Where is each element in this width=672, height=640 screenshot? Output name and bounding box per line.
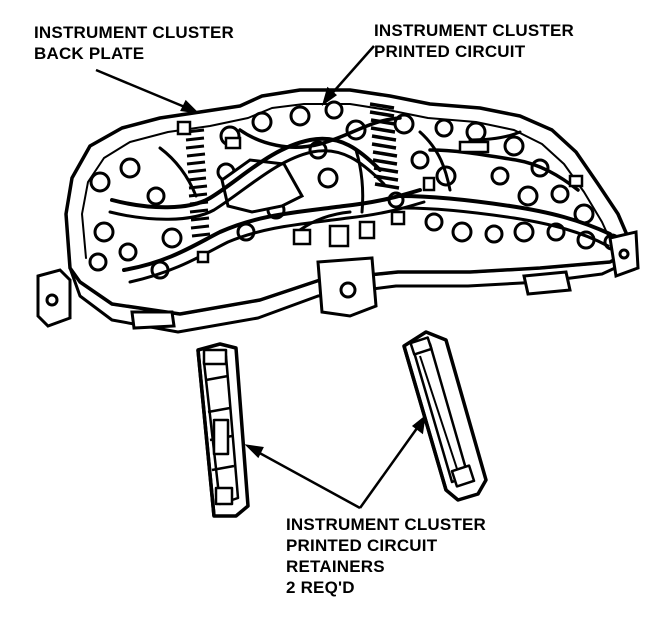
connector-pins <box>185 102 400 238</box>
printed-circuit-traces <box>108 116 612 284</box>
label-retainers: INSTRUMENT CLUSTER PRINTED CIRCUIT RETAI… <box>286 514 486 598</box>
label-back-plate-line-1: INSTRUMENT CLUSTER <box>34 23 235 42</box>
label-printed-circuit-line-2: PRINTED CIRCUIT <box>374 42 526 61</box>
label-printed-circuit: INSTRUMENT CLUSTER PRINTED CIRCUIT <box>374 20 574 62</box>
label-retainers-line-1: INSTRUMENT CLUSTER <box>286 515 487 534</box>
retainer-left <box>196 342 250 518</box>
label-retainers-line-3: RETAINERS <box>286 557 385 576</box>
bulb-sockets <box>88 100 621 280</box>
label-retainers-line-2: PRINTED CIRCUIT <box>286 536 438 555</box>
gauge-window <box>220 158 305 214</box>
face-details <box>176 120 584 264</box>
label-back-plate: INSTRUMENT CLUSTER BACK PLATE <box>34 22 234 64</box>
label-printed-circuit-line-1: INSTRUMENT CLUSTER <box>374 21 575 40</box>
leader-lines <box>95 45 426 510</box>
mounting-tabs <box>36 230 640 330</box>
label-back-plate-line-2: BACK PLATE <box>34 44 145 63</box>
retainer-right <box>402 330 488 502</box>
label-retainers-line-4: 2 REQ'D <box>286 578 355 597</box>
